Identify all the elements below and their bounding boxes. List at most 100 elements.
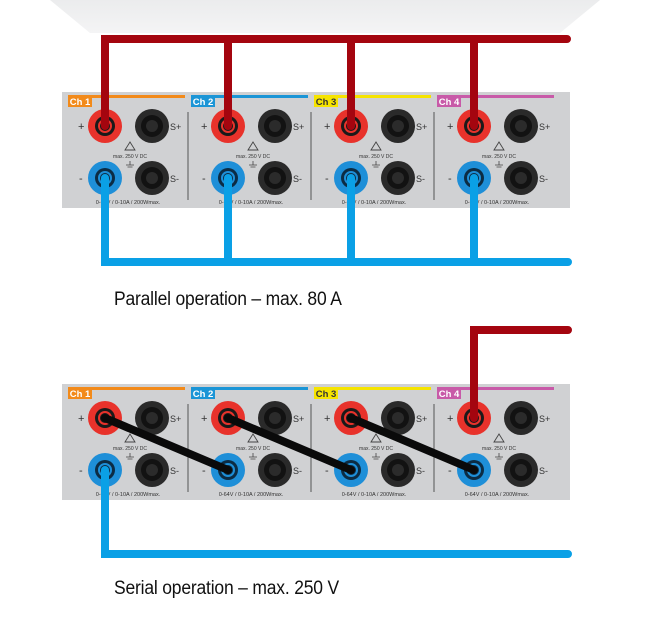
- ground-icon: [372, 161, 380, 168]
- channel-label-box: [314, 387, 338, 399]
- channel-label: Ch 2: [193, 97, 214, 108]
- plus-label: +: [324, 121, 330, 133]
- jack-inner: [269, 412, 281, 424]
- plus-label: +: [201, 121, 207, 133]
- minus-label: -: [448, 173, 452, 185]
- warning-label: max. 250 V DC: [359, 446, 393, 452]
- minus-label: -: [325, 465, 329, 477]
- background-shape: [50, 0, 600, 33]
- warning-icon: [247, 141, 259, 151]
- rating-label: 0-64V / 0-10A / 200Wmax.: [219, 200, 284, 206]
- minus-label: -: [202, 173, 206, 185]
- positive-terminal: [211, 109, 245, 143]
- sense-plus-terminal: [504, 109, 538, 143]
- rating-label: 0-64V / 0-10A / 200Wmax.: [342, 492, 407, 498]
- serial-positive-output: [470, 326, 572, 422]
- ground-icon: [495, 453, 503, 460]
- warning-icon: [370, 141, 382, 151]
- channel-color-strip: [68, 387, 185, 390]
- channel-label-box: [437, 387, 461, 399]
- jack-inner: [146, 464, 158, 476]
- jack-inner: [515, 464, 527, 476]
- sense-plus-label: S+: [293, 414, 304, 424]
- rating-label: 0-64V / 0-10A / 200Wmax.: [96, 200, 161, 206]
- sense-minus-terminal: [258, 161, 292, 195]
- sense-plus-terminal: [135, 401, 169, 435]
- channel-label: Ch 3: [316, 389, 337, 400]
- plus-label: +: [78, 121, 84, 133]
- sense-plus-terminal: [258, 109, 292, 143]
- sense-minus-label: S-: [293, 466, 302, 476]
- channel-label-box: [191, 387, 215, 399]
- channel-2: Ch 2+-S+S-max. 250 V DC0-64V / 0-10A / 2…: [187, 95, 308, 206]
- jack-inner: [146, 172, 158, 184]
- warning-label: max. 250 V DC: [113, 446, 147, 452]
- channel-color-strip: [437, 387, 554, 390]
- channel-4: Ch 4+-S+S-max. 250 V DC0-64V / 0-10A / 2…: [433, 95, 554, 206]
- ground-icon: [126, 161, 134, 168]
- jack-inner: [146, 120, 158, 132]
- channel-3: Ch 3 + - S+ S-max. 250 V DC 0-64V / 0-10A / 2…: [310, 387, 431, 498]
- warning-icon: [124, 433, 136, 443]
- parallel-positive-bus: [101, 35, 571, 130]
- ground-icon: [372, 453, 380, 460]
- parallel-caption: Parallel operation – max. 80 A: [114, 289, 342, 310]
- warning-label: max. 250 V DC: [482, 446, 516, 452]
- sense-plus-label: S+: [539, 414, 550, 424]
- jack-inner: [269, 464, 281, 476]
- plus-label: +: [78, 413, 84, 425]
- jack-inner: [392, 412, 404, 424]
- sense-minus-label: S-: [416, 466, 425, 476]
- jack-inner: [515, 172, 527, 184]
- jack-inner: [515, 412, 527, 424]
- sense-minus-label: S-: [293, 174, 302, 184]
- sense-plus-label: S+: [170, 414, 181, 424]
- jack-inner: [392, 464, 404, 476]
- minus-label: -: [325, 173, 329, 185]
- parallel-negative-bus: [101, 174, 572, 266]
- serial-panel: Ch 1 + - S+ S-max. 250 V DC 0-64V / 0-10A / 2…: [62, 384, 570, 500]
- plus-label: +: [447, 413, 453, 425]
- channel-label-box: [314, 95, 338, 107]
- jack-inner: [392, 120, 404, 132]
- sense-minus-label: S-: [539, 174, 548, 184]
- sense-plus-label: S+: [539, 122, 550, 132]
- sense-minus-label: S-: [170, 174, 179, 184]
- plus-label: +: [447, 121, 453, 133]
- rating-label: 0-64V / 0-10A / 200Wmax.: [219, 492, 284, 498]
- warning-label: max. 250 V DC: [113, 154, 147, 160]
- sense-plus-label: S+: [416, 414, 427, 424]
- channel-color-strip: [314, 387, 431, 390]
- channel-color-strip: [191, 95, 308, 98]
- serial-negative-output: [101, 466, 572, 558]
- warning-icon: [370, 433, 382, 443]
- sense-plus-terminal: [381, 109, 415, 143]
- sense-minus-terminal: [381, 161, 415, 195]
- channel-color-strip: [314, 95, 431, 98]
- ground-icon: [126, 453, 134, 460]
- warning-icon: [124, 141, 136, 151]
- channel-2: Ch 2+-S+S-max. 250 V DC0-64V / 0-10A / 2…: [187, 387, 308, 498]
- minus-label: -: [79, 465, 83, 477]
- sense-plus-label: S+: [293, 122, 304, 132]
- sense-plus-terminal: [504, 401, 538, 435]
- plus-label: +: [324, 413, 330, 425]
- channel-color-strip: [191, 387, 308, 390]
- serial-bridge-2: [224, 414, 355, 474]
- channel-1: Ch 1+-S+S-max. 250 V DC0-64V / 0-10A / 2…: [68, 387, 185, 498]
- ground-icon: [249, 453, 257, 460]
- warning-icon: [493, 433, 505, 443]
- channel-label: Ch 1: [70, 389, 91, 400]
- serial-bridge-1: [101, 414, 232, 474]
- rating-label: 0-64V / 0-10A / 200Wmax.: [342, 200, 407, 206]
- minus-label: -: [79, 173, 83, 185]
- channel-label: Ch 2: [193, 389, 214, 400]
- sense-plus-terminal: [258, 401, 292, 435]
- channel-label: Ch 3: [316, 97, 337, 108]
- sense-minus-terminal: [381, 453, 415, 487]
- sense-minus-terminal: [504, 453, 538, 487]
- channel-label: Ch 1: [70, 97, 91, 108]
- channel-label: Ch 4: [439, 389, 460, 400]
- channel-label-box: [191, 95, 215, 107]
